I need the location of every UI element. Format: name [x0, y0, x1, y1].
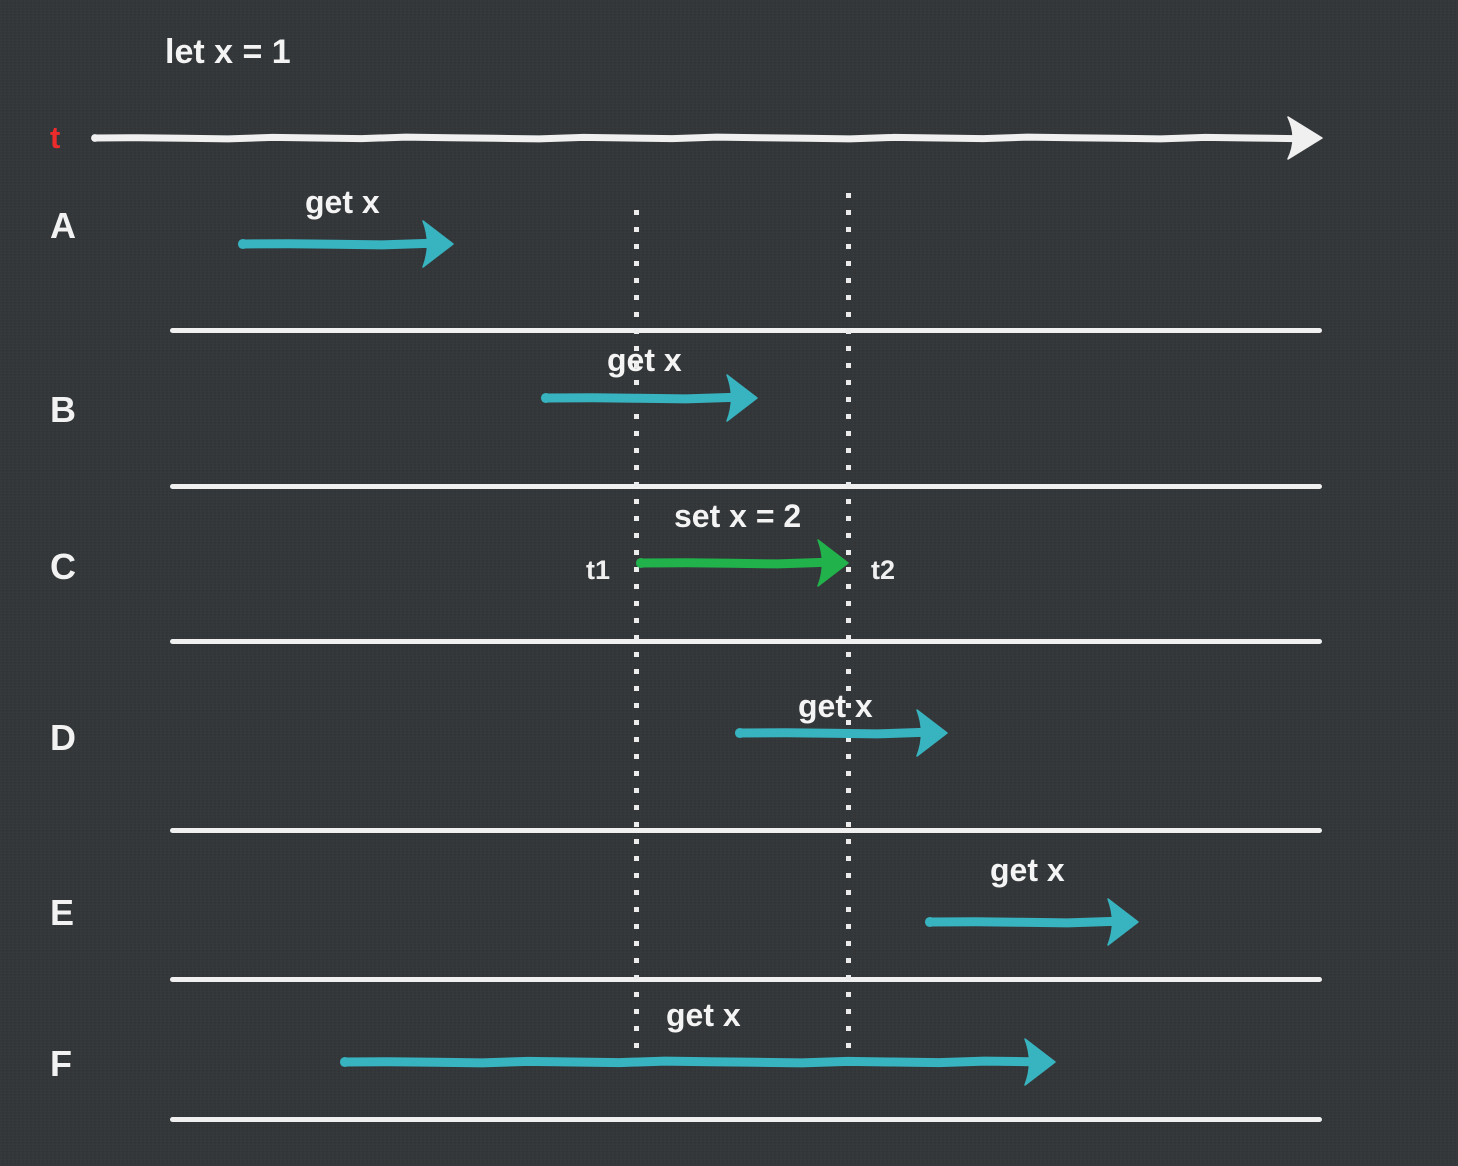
row-separator	[170, 828, 1322, 833]
tick-label-t1: t1	[586, 555, 611, 585]
operation-label-e: get x	[990, 852, 1065, 888]
operation-arrow-a	[237, 220, 454, 268]
row-label-a: A	[50, 205, 76, 246]
tick-label-t2: t2	[871, 555, 896, 585]
operation-arrow-f	[339, 1038, 1056, 1086]
operation-arrow-c	[635, 539, 849, 587]
row-label-d: D	[50, 717, 76, 758]
row-separator	[170, 1117, 1322, 1122]
operation-label-d: get x	[798, 688, 873, 724]
row-label-c: C	[50, 546, 76, 587]
page-title: let x = 1	[165, 33, 291, 71]
row-label-b: B	[50, 389, 76, 430]
operation-label-a: get x	[305, 184, 380, 220]
row-label-f: F	[50, 1043, 72, 1084]
row-separator	[170, 639, 1322, 644]
row-separator	[170, 484, 1322, 489]
operation-arrow-b	[540, 374, 758, 422]
t2-dotted-line	[846, 193, 851, 1052]
time-axis-arrow	[91, 116, 1323, 160]
operation-arrow-e	[924, 898, 1139, 946]
row-label-e: E	[50, 892, 75, 933]
operation-label-c: set x = 2	[674, 498, 802, 534]
time-axis-label: t	[50, 120, 61, 155]
operation-label-f: get x	[666, 997, 741, 1033]
row-separator	[170, 977, 1322, 982]
row-separator	[170, 328, 1322, 333]
operation-label-b: get x	[607, 342, 682, 378]
t1-dotted-line	[634, 210, 639, 1052]
operation-arrow-d	[734, 709, 948, 757]
